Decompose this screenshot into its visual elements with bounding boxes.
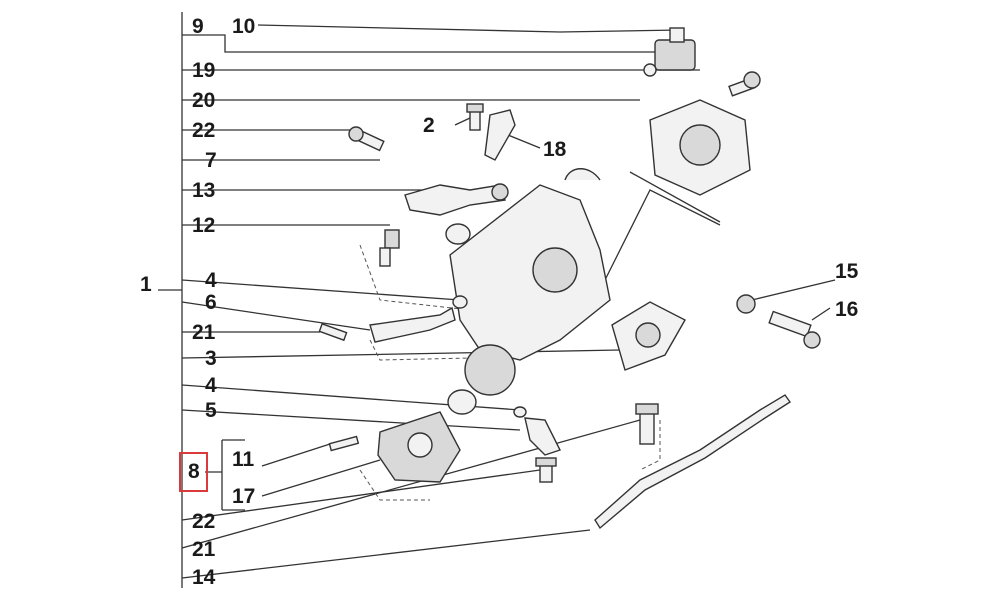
sensor-part-9-10: [643, 27, 696, 77]
main-manifold-body: [449, 168, 611, 396]
callout-5: 5: [205, 399, 217, 422]
seal-13: [445, 223, 471, 245]
callout-labels: 9 10 19 20 2 22 18 7 13 12 1 4 15 6 16 2…: [140, 15, 859, 589]
housing-20: [649, 99, 751, 196]
callout-15: 15: [835, 260, 859, 283]
callout-1: 1: [140, 273, 152, 296]
callout-3: 3: [205, 347, 217, 370]
callout-11: 11: [232, 448, 255, 471]
bolt-11: [328, 435, 360, 452]
pipe-7: [404, 183, 509, 216]
subassembly-bracket: [205, 439, 381, 511]
seal-4-lower: [447, 389, 527, 418]
bolt-21-lower: [635, 403, 659, 445]
highlight-box-8: [179, 452, 208, 492]
bolt-22-top: [348, 126, 385, 152]
sensor-12: [379, 229, 400, 267]
pipe-6: [369, 306, 456, 343]
callout-22-top: 22: [192, 119, 215, 142]
callout-17: 17: [232, 485, 255, 508]
callout-12: 12: [192, 214, 215, 237]
bolt-19: [728, 71, 761, 97]
callout-21-mid: 21: [192, 321, 216, 344]
callout-2: 2: [423, 114, 435, 137]
callout-19: 19: [192, 59, 215, 82]
fitting-5: [524, 417, 561, 456]
gasket-4-top: [452, 295, 468, 309]
callout-22-lower: 22: [192, 510, 215, 533]
callout-13: 13: [192, 179, 215, 202]
bolt-21-mid: [318, 322, 348, 342]
callout-14: 14: [192, 566, 216, 589]
gasket-3: [611, 301, 686, 371]
callout-8: 8: [188, 460, 200, 483]
callout-6: 6: [205, 291, 217, 314]
valve-8: [377, 411, 461, 483]
callout-7: 7: [205, 149, 217, 172]
callout-10: 10: [232, 15, 255, 38]
callout-9: 9: [192, 15, 204, 38]
bolt-16: [768, 310, 821, 349]
callout-18: 18: [543, 138, 567, 161]
assembly-guides: [359, 244, 661, 501]
bolt-22-lower: [535, 457, 557, 483]
leader-lines: [257, 24, 836, 321]
rod-14: [594, 394, 791, 530]
bracket-18: [484, 109, 516, 161]
callout-16: 16: [835, 298, 858, 321]
callout-21-lower: 21: [192, 538, 216, 561]
washer-15: [736, 294, 756, 314]
bolt-2: [466, 103, 484, 131]
callout-20: 20: [192, 89, 215, 112]
callout-4-top: 4: [205, 269, 217, 292]
callout-4-lower: 4: [205, 374, 217, 397]
